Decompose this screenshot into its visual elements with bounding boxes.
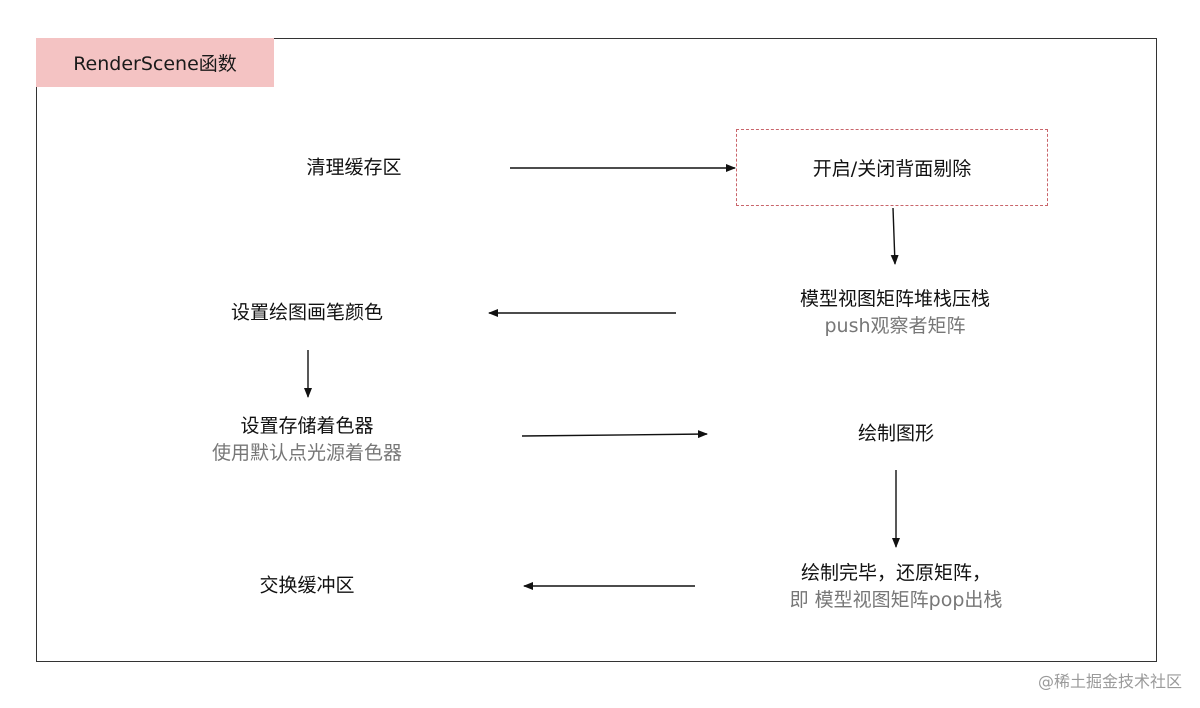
node-restore-label: 绘制完毕，还原矩阵， xyxy=(800,562,992,584)
node-restore: 绘制完毕，还原矩阵， 即 模型视图矩阵pop出栈 xyxy=(790,560,1003,614)
watermark: @稀土掘金技术社区 xyxy=(1037,672,1182,691)
node-set-shader-sub: 使用默认点光源着色器 xyxy=(211,442,403,464)
node-push-matrix-label: 模型视图矩阵堆栈压栈 xyxy=(799,288,991,310)
node-draw-shape: 绘制图形 xyxy=(858,421,934,448)
node-draw-shape-label: 绘制图形 xyxy=(857,422,935,445)
node-culling: 开启/关闭背面剔除 xyxy=(736,129,1048,206)
node-set-color-label: 设置绘图画笔颜色 xyxy=(230,301,384,324)
node-set-shader: 设置存储着色器 使用默认点光源着色器 xyxy=(212,413,402,467)
arrow-culling-to-push xyxy=(890,207,899,265)
node-clear-buffer-label: 清理缓存区 xyxy=(306,156,402,179)
node-swap-buffer: 交换缓冲区 xyxy=(259,573,354,600)
node-restore-sub: 即 模型视图矩阵pop出栈 xyxy=(789,589,1003,611)
node-set-color: 设置绘图画笔颜色 xyxy=(231,300,383,327)
arrow-shader-to-draw xyxy=(521,430,708,439)
node-culling-label: 开启/关闭背面剔除 xyxy=(812,158,972,180)
node-set-shader-label: 设置存储着色器 xyxy=(240,415,374,437)
node-swap-buffer-label: 交换缓冲区 xyxy=(259,574,355,597)
node-clear-buffer: 清理缓存区 xyxy=(306,155,401,182)
node-push-matrix: 模型视图矩阵堆栈压栈 push观察者矩阵 xyxy=(800,286,990,340)
diagram-title: RenderScene函数 xyxy=(36,38,274,87)
node-push-matrix-sub: push观察者矩阵 xyxy=(824,315,966,337)
diagram-frame xyxy=(36,38,1157,662)
